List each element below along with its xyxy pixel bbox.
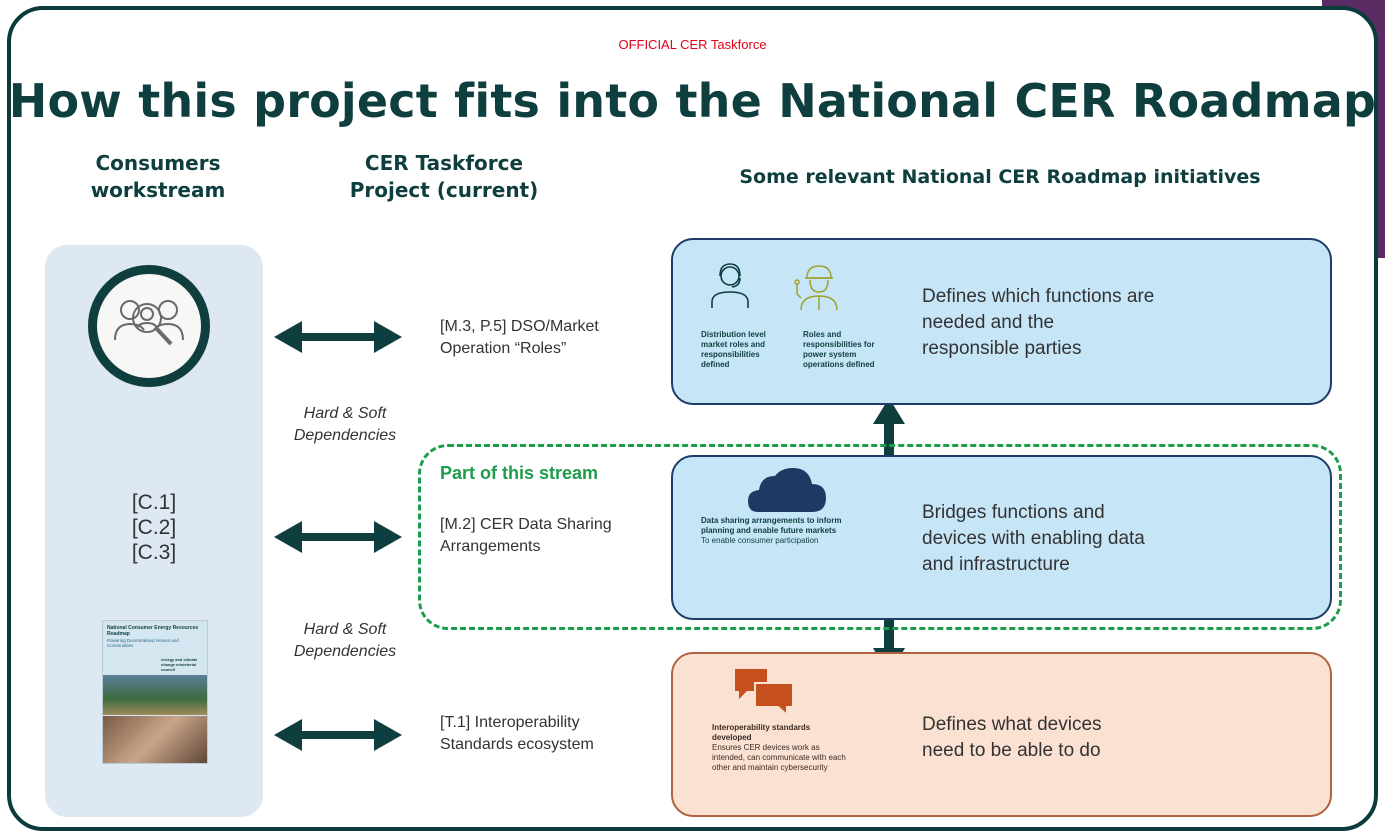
column-header-project: CER Taskforce Project (current) [330,150,558,204]
initiative-desc-data-sharing: Bridges functions and devices with enabl… [922,500,1322,578]
desc-line: and infrastructure [922,554,1070,575]
desc-line: devices with enabling data [922,528,1145,549]
dependency-label-lower: Hard & Soft Dependencies [265,619,425,663]
dependency-line: Dependencies [293,643,397,660]
dependency-line: Hard & Soft [303,405,387,422]
desc-line: Bridges functions and [922,502,1105,523]
desc-line: need to be able to do [922,740,1101,761]
double-arrow-3 [274,719,402,751]
initiative-box-interoperability [671,652,1332,817]
initiative-caption-data-sharing: Data sharing arrangements to inform plan… [701,516,853,546]
project-line: Arrangements [440,538,541,555]
caption-bold: Interoperability standards developed [712,723,811,742]
engineer-icon [794,265,838,311]
desc-line: responsible parties [922,338,1082,359]
report-brand: energy and climate change ministerial co… [161,657,198,672]
double-arrow-1 [274,321,402,353]
initiative-desc-roles: Defines which functions are needed and t… [922,284,1322,362]
column-header-initiatives: Some relevant National CER Roadmap initi… [739,166,1261,188]
cloud-icon [748,468,826,512]
double-arrow-2 [274,521,402,553]
column-header-consumers: Consumers workstream [60,150,256,204]
classification-label: OFFICIAL CER Taskforce [618,37,767,52]
project-line: [M.3, P.5] DSO/Market [440,318,599,335]
report-subtitle: Powering Decentralised Homes and Communi… [107,638,179,648]
initiative-caption-system-roles: Roles and responsibilities for power sys… [803,330,893,370]
caption-bold: Data sharing arrangements to inform plan… [701,516,842,535]
project-line: [T.1] Interoperability [440,714,580,731]
consumer-code: [C.1] [131,491,177,514]
column-header-line: Project (current) [349,178,539,202]
initiative-desc-interoperability: Defines what devices need to be able to … [922,712,1322,764]
consumer-code: [C.2] [131,516,177,539]
desc-line: needed and the [922,312,1055,333]
project-line: Standards ecosystem [440,736,594,753]
roadmap-report-thumbnail: National Consumer Energy Resources Roadm… [102,620,208,764]
column-header-line: CER Taskforce [364,151,524,175]
headset-person-icon [711,263,749,308]
desc-line: Defines what devices [922,714,1102,735]
initiative-caption-interoperability: Interoperability standards developed Ens… [712,723,852,773]
initiative-box-roles [671,238,1332,405]
stream-label: Part of this stream [440,463,599,483]
caption-normal: To enable consumer participation [701,536,819,545]
desc-line: Defines which functions are [922,286,1155,307]
project-line: [M.2] CER Data Sharing [440,516,612,533]
project-line: Operation “Roles” [440,340,567,357]
column-header-line: workstream [90,178,226,202]
project-data-sharing: [M.2] CER Data Sharing Arrangements [440,514,680,558]
current-stream-outline [418,444,1342,630]
report-photo [103,716,207,763]
column-header-line: Consumers [95,151,221,175]
consumer-search-icon [88,265,210,387]
speech-bubbles-icon [735,669,794,718]
report-title: National Consumer Energy Resources Roadm… [107,625,199,637]
initiative-caption-market-roles: Distribution level market roles and resp… [701,330,781,370]
caption-text: Distribution level market roles and resp… [701,330,766,369]
report-photo [103,675,207,715]
consumer-code: [C.3] [131,541,177,564]
dependency-label-upper: Hard & Soft Dependencies [265,403,425,447]
dependency-line: Dependencies [293,427,397,444]
consumer-codes: [C.1] [C.2] [C.3] [45,490,263,565]
caption-normal: Ensures CER devices work as intended, ca… [712,743,846,772]
project-roles: [M.3, P.5] DSO/Market Operation “Roles” [440,316,680,360]
project-interoperability: [T.1] Interoperability Standards ecosyst… [440,712,680,756]
page-title: How this project fits into the National … [8,74,1377,128]
dependency-line: Hard & Soft [303,621,387,638]
caption-text: Roles and responsibilities for power sys… [803,330,875,369]
